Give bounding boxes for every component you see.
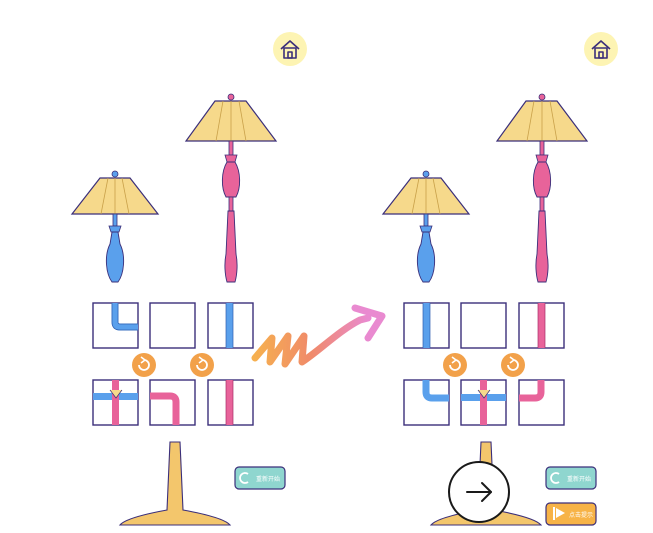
arrow-right-icon bbox=[466, 482, 492, 502]
hint-button[interactable]: 点击提示 bbox=[545, 502, 597, 526]
tile[interactable] bbox=[403, 302, 450, 349]
restart-icon bbox=[239, 472, 249, 484]
restart-icon bbox=[550, 472, 560, 484]
tile[interactable] bbox=[207, 302, 254, 349]
tile[interactable] bbox=[518, 379, 565, 426]
home-button-left[interactable] bbox=[273, 32, 307, 66]
tile[interactable] bbox=[403, 379, 450, 426]
rotate-icon bbox=[507, 359, 519, 371]
squiggle-arrow-icon bbox=[251, 304, 386, 368]
tile[interactable] bbox=[460, 379, 507, 426]
rotate-button[interactable] bbox=[501, 353, 525, 377]
restart-label: 重新开始 bbox=[256, 475, 280, 483]
right-panel: 重新开始 点击提示 bbox=[381, 32, 618, 526]
tile-grid-right bbox=[403, 302, 565, 426]
rotate-icon bbox=[449, 359, 461, 371]
lamp-base-left bbox=[118, 441, 232, 526]
home-icon bbox=[280, 40, 300, 59]
next-button[interactable] bbox=[448, 461, 510, 523]
left-panel: 重新开始 bbox=[70, 32, 307, 526]
rotate-icon bbox=[196, 359, 208, 371]
blue-lamp-right bbox=[381, 170, 471, 283]
restart-label: 重新开始 bbox=[567, 475, 591, 483]
tile[interactable] bbox=[149, 302, 196, 349]
rotate-button[interactable] bbox=[443, 353, 467, 377]
blue-lamp-left bbox=[70, 170, 160, 283]
pink-lamp-right bbox=[495, 93, 589, 283]
rotate-button[interactable] bbox=[190, 353, 214, 377]
tile[interactable] bbox=[518, 302, 565, 349]
home-icon bbox=[591, 40, 611, 59]
home-button-right[interactable] bbox=[584, 32, 618, 66]
rotate-button[interactable] bbox=[132, 353, 156, 377]
tile[interactable] bbox=[460, 302, 507, 349]
tile[interactable] bbox=[92, 379, 139, 426]
hint-label: 点击提示 bbox=[569, 511, 593, 519]
restart-button-left[interactable]: 重新开始 bbox=[234, 466, 286, 490]
pink-lamp-left bbox=[184, 93, 278, 283]
tile-grid-left bbox=[92, 302, 254, 426]
tile[interactable] bbox=[207, 379, 254, 426]
rotate-icon bbox=[138, 359, 150, 371]
tile[interactable] bbox=[149, 379, 196, 426]
tile[interactable] bbox=[92, 302, 139, 349]
restart-button-right[interactable]: 重新开始 bbox=[545, 466, 597, 490]
hint-icon bbox=[553, 507, 565, 520]
